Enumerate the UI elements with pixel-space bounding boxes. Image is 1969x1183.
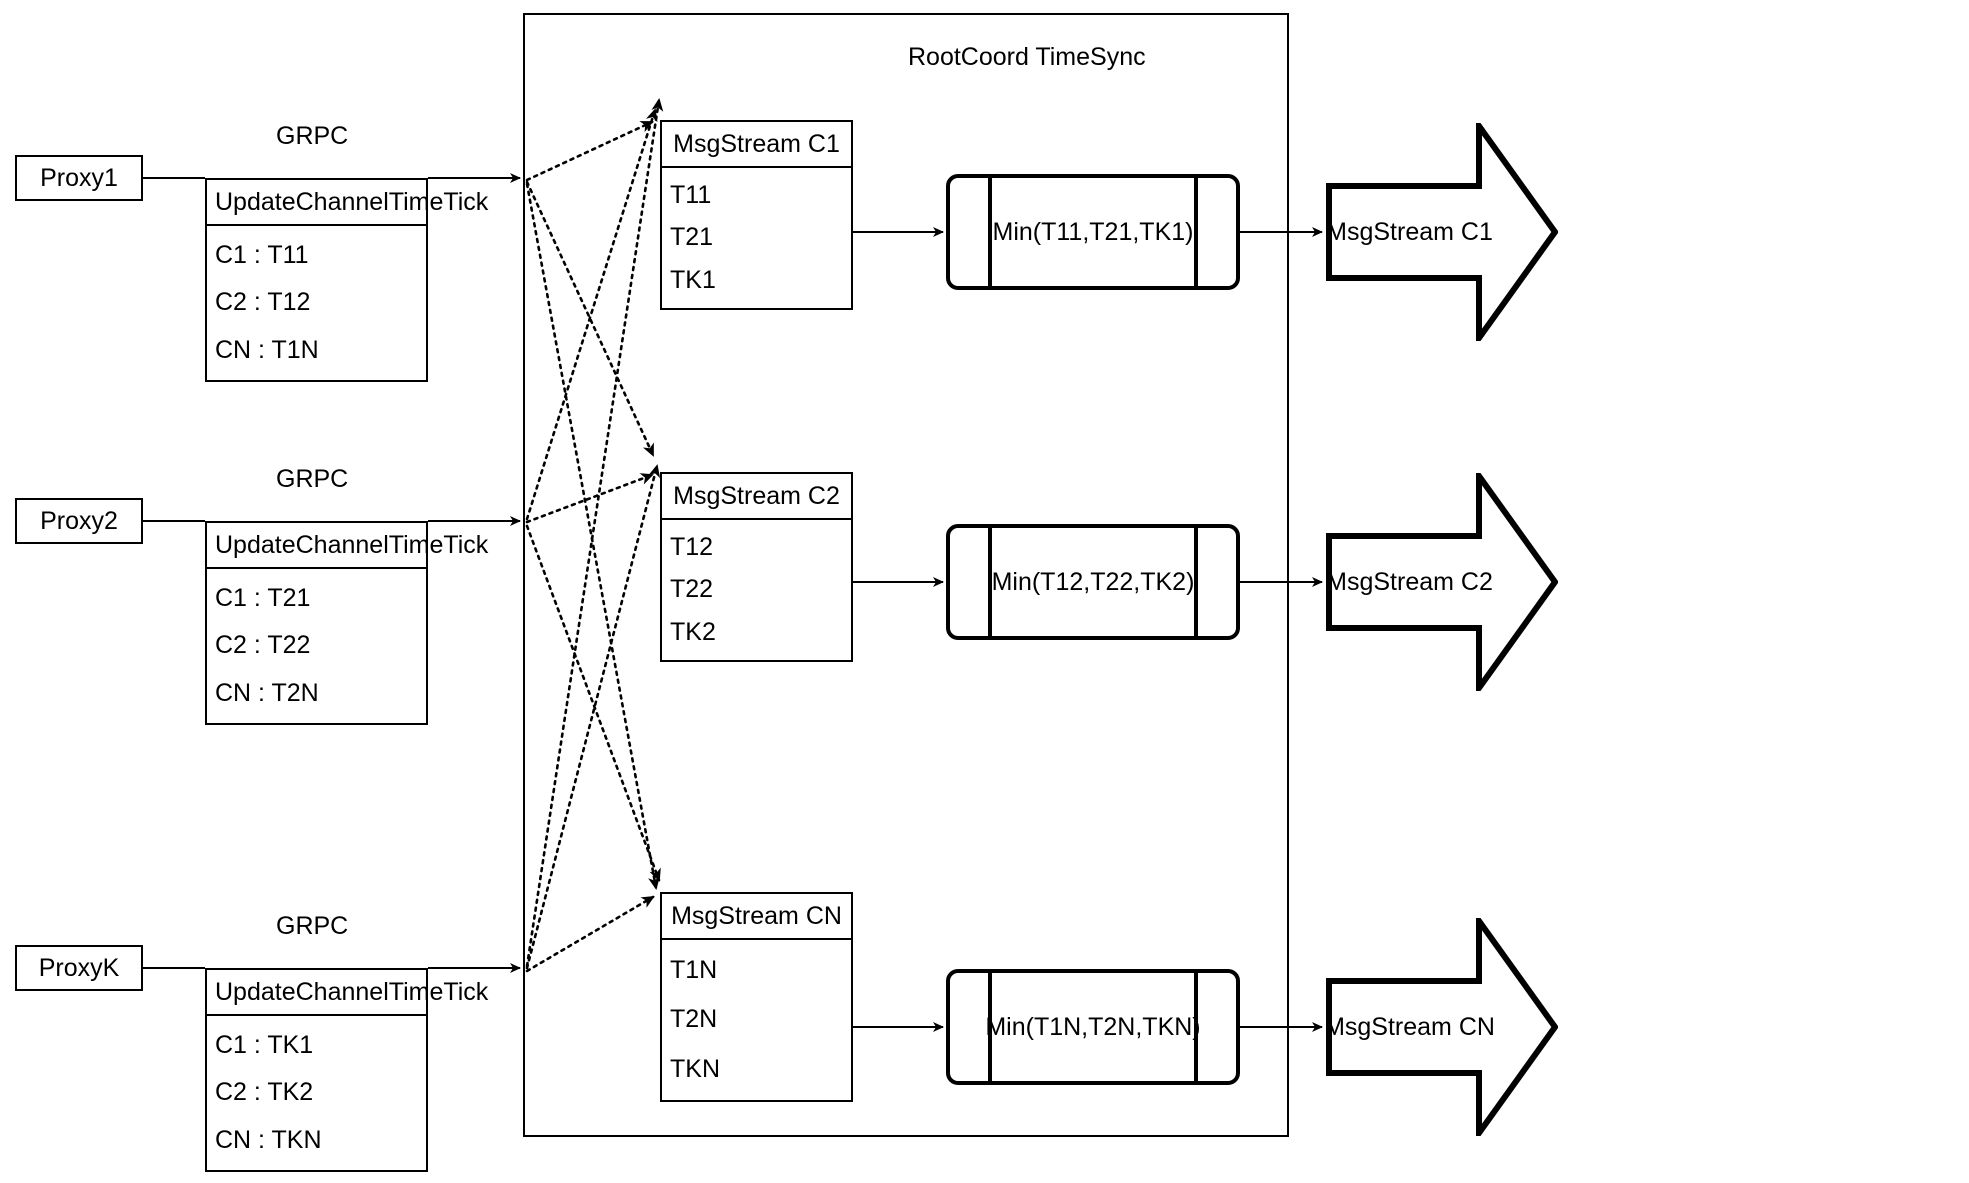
min-process-1[interactable]: Min(T11,T21,TK1) — [946, 174, 1240, 290]
msgstream-rows: T1N T2N TKN — [662, 940, 851, 1100]
msgstream-row: T21 — [670, 223, 714, 252]
min-process-2[interactable]: Min(T12,T22,TK2) — [946, 524, 1240, 640]
min-process-divider-right — [1194, 969, 1198, 1085]
msgstream-row: T22 — [670, 575, 714, 604]
rootcoord-timesync-frame — [523, 13, 1289, 1137]
rootcoord-timesync-title: RootCoord TimeSync — [908, 43, 1146, 71]
msgstream-row: T2N — [670, 1005, 718, 1034]
msgstream-output-arrow-3[interactable]: MsgStream CN — [1324, 918, 1558, 1136]
msgstream-box-2[interactable]: MsgStream C2 T12 T22 TK2 — [660, 472, 853, 662]
update-channel-timetick-box-3[interactable]: UpdateChannelTimeTick C1 : TK1 C2 : TK2 … — [205, 968, 488, 1172]
request-row: C2 : T22 — [215, 631, 311, 660]
block-arrow-shape — [1326, 123, 1558, 341]
msgstream-row: T1N — [670, 956, 718, 985]
min-process-label: Min(T11,T21,TK1) — [992, 217, 1194, 246]
min-process-divider-right — [1194, 174, 1198, 290]
block-arrow-shape — [1326, 473, 1558, 691]
request-row: CN : T2N — [215, 678, 319, 707]
request-row: C1 : T11 — [215, 241, 309, 270]
min-process-body — [946, 969, 1240, 1085]
msgstream-box-3[interactable]: MsgStream CN T1N T2N TKN — [660, 892, 853, 1102]
update-channel-timetick-box-2[interactable]: UpdateChannelTimeTick C1 : T21 C2 : T22 … — [205, 521, 488, 725]
proxy-label: Proxy1 — [40, 163, 118, 192]
request-rows: C1 : T21 C2 : T22 CN : T2N — [207, 569, 426, 723]
request-title: UpdateChannelTimeTick — [207, 970, 488, 1016]
msgstream-title: MsgStream C1 — [662, 122, 851, 168]
grpc-label-2: GRPC — [276, 465, 349, 493]
request-title: UpdateChannelTimeTick — [207, 523, 488, 569]
msgstream-output-arrow-2[interactable]: MsgStream C2 — [1326, 473, 1558, 691]
block-arrow-label: MsgStream C1 — [1326, 217, 1493, 246]
proxy-box-3[interactable]: ProxyK — [15, 945, 143, 991]
msgstream-output-arrow-1[interactable]: MsgStream C1 — [1326, 123, 1558, 341]
request-row: C2 : TK2 — [215, 1078, 314, 1107]
grpc-label-1: GRPC — [276, 122, 349, 150]
min-process-divider-left — [988, 524, 992, 640]
msgstream-box-1[interactable]: MsgStream C1 T11 T21 TK1 — [660, 120, 853, 310]
request-row: C1 : TK1 — [215, 1031, 314, 1060]
msgstream-row: TK2 — [670, 618, 716, 647]
msgstream-title: MsgStream C2 — [662, 474, 851, 520]
update-channel-timetick-box-1[interactable]: UpdateChannelTimeTick C1 : T11 C2 : T12 … — [205, 178, 488, 382]
msgstream-row: TK1 — [670, 266, 716, 295]
proxy-label: ProxyK — [38, 953, 120, 982]
msgstream-row: TKN — [670, 1054, 720, 1083]
msgstream-rows: T12 T22 TK2 — [662, 520, 851, 660]
msgstream-rows: T11 T21 TK1 — [662, 168, 851, 308]
request-title: UpdateChannelTimeTick — [207, 180, 488, 226]
min-process-label: Min(T12,T22,TK2) — [991, 567, 1195, 596]
block-arrow-label: MsgStream CN — [1324, 1012, 1495, 1041]
min-process-body — [946, 174, 1240, 290]
min-process-label: Min(T1N,T2N,TKN) — [985, 1012, 1201, 1041]
proxy-box-1[interactable]: Proxy1 — [15, 155, 143, 201]
request-row: CN : T1N — [215, 335, 319, 364]
request-rows: C1 : TK1 C2 : TK2 CN : TKN — [207, 1016, 426, 1170]
request-row: C1 : T21 — [215, 584, 311, 613]
min-process-divider-right — [1194, 524, 1198, 640]
msgstream-title: MsgStream CN — [662, 894, 851, 940]
msgstream-row: T12 — [670, 532, 714, 561]
request-row: CN : TKN — [215, 1125, 322, 1154]
proxy-label: Proxy2 — [40, 506, 118, 535]
proxy-box-2[interactable]: Proxy2 — [15, 498, 143, 544]
min-process-3[interactable]: Min(T1N,T2N,TKN) — [946, 969, 1240, 1085]
msgstream-row: T11 — [670, 180, 712, 209]
block-arrow-shape — [1326, 918, 1558, 1136]
request-rows: C1 : T11 C2 : T12 CN : T1N — [207, 226, 426, 380]
block-arrow-label: MsgStream C2 — [1326, 567, 1493, 596]
min-process-divider-left — [988, 174, 992, 290]
min-process-body — [946, 524, 1240, 640]
request-row: C2 : T12 — [215, 288, 311, 317]
grpc-label-3: GRPC — [276, 912, 349, 940]
min-process-divider-left — [988, 969, 992, 1085]
